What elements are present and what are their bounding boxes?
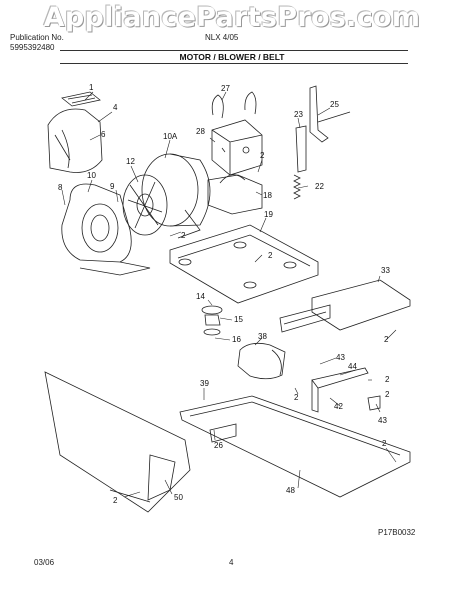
callout-8: 8 <box>58 183 63 192</box>
callout-16: 16 <box>232 335 241 344</box>
callout-9: 9 <box>110 182 115 191</box>
publication-label: Publication No. <box>10 33 64 42</box>
footer-date: 03/06 <box>34 558 55 567</box>
callout-2: 2 <box>385 375 390 384</box>
part-28-motor <box>211 119 263 176</box>
callout-44: 44 <box>348 362 357 371</box>
callout-2: 2 <box>181 231 186 240</box>
title-rule-bottom <box>60 63 408 64</box>
callout-38: 38 <box>258 332 267 341</box>
publication-number: 5995392480 <box>10 43 55 52</box>
page-number: 4 <box>229 558 234 567</box>
callout-28: 28 <box>196 127 205 136</box>
callout-39: 39 <box>200 379 209 388</box>
part-38-duct-elbow <box>237 342 286 380</box>
callout-48: 48 <box>286 486 295 495</box>
callout-42: 42 <box>334 402 343 411</box>
callout-10: 10 <box>87 171 96 180</box>
part-12-impeller <box>122 174 168 236</box>
callout-22: 22 <box>315 182 324 191</box>
callout-4: 4 <box>113 103 118 112</box>
part-50-panel <box>44 371 191 513</box>
callout-2: 2 <box>268 251 273 260</box>
part-44-clip <box>367 395 381 411</box>
part-42-bracket <box>311 367 369 413</box>
part-14-15-roller <box>201 305 223 336</box>
callout-numbers: 1 4 6 10A 27 25 23 28 12 2 9 10 8 2 18 2… <box>58 83 390 505</box>
callout-27: 27 <box>221 84 230 93</box>
model-code: NLX 4/05 <box>205 33 239 42</box>
part-27-motor-clips <box>211 91 257 119</box>
part-18-motor-mount <box>207 174 263 215</box>
callout-25: 25 <box>330 100 339 109</box>
callout-leaders <box>61 91 397 498</box>
part-19-base-plate <box>169 224 319 304</box>
callout-26: 26 <box>214 441 223 450</box>
watermark: AppliancePartsPros.com <box>43 2 421 33</box>
callout-23: 23 <box>294 110 303 119</box>
drawing-code: P17B0032 <box>378 528 416 537</box>
part-23-idler-bracket <box>295 125 307 173</box>
callout-10a: 10A <box>163 132 178 141</box>
part-33-support <box>279 279 411 333</box>
callout-19: 19 <box>264 210 273 219</box>
part-10a-housing-plate <box>141 153 211 239</box>
callout-12: 12 <box>126 157 135 166</box>
callout-1: 1 <box>89 83 94 92</box>
part-6-housing <box>47 108 103 173</box>
part-1-bracket <box>61 91 101 107</box>
callout-18: 18 <box>263 191 272 200</box>
callout-2: 2 <box>260 151 265 160</box>
callout-14: 14 <box>196 292 205 301</box>
part-48-base-pan <box>179 395 411 498</box>
callout-2: 2 <box>384 335 389 344</box>
part-10-blower-housing <box>61 183 151 276</box>
callout-2: 2 <box>113 496 118 505</box>
callout-2: 2 <box>385 390 390 399</box>
callout-33: 33 <box>381 266 390 275</box>
part-22-spring <box>293 174 301 200</box>
title-rule-top <box>60 50 408 51</box>
part-25-idler-arm <box>309 85 351 143</box>
page-title: MOTOR / BLOWER / BELT <box>179 52 285 62</box>
callout-43: 43 <box>378 416 387 425</box>
callout-6: 6 <box>101 130 106 139</box>
callout-2: 2 <box>382 439 387 448</box>
callout-43: 43 <box>336 353 345 362</box>
callout-2: 2 <box>294 393 299 402</box>
callout-50: 50 <box>174 493 183 502</box>
callout-15: 15 <box>234 315 243 324</box>
